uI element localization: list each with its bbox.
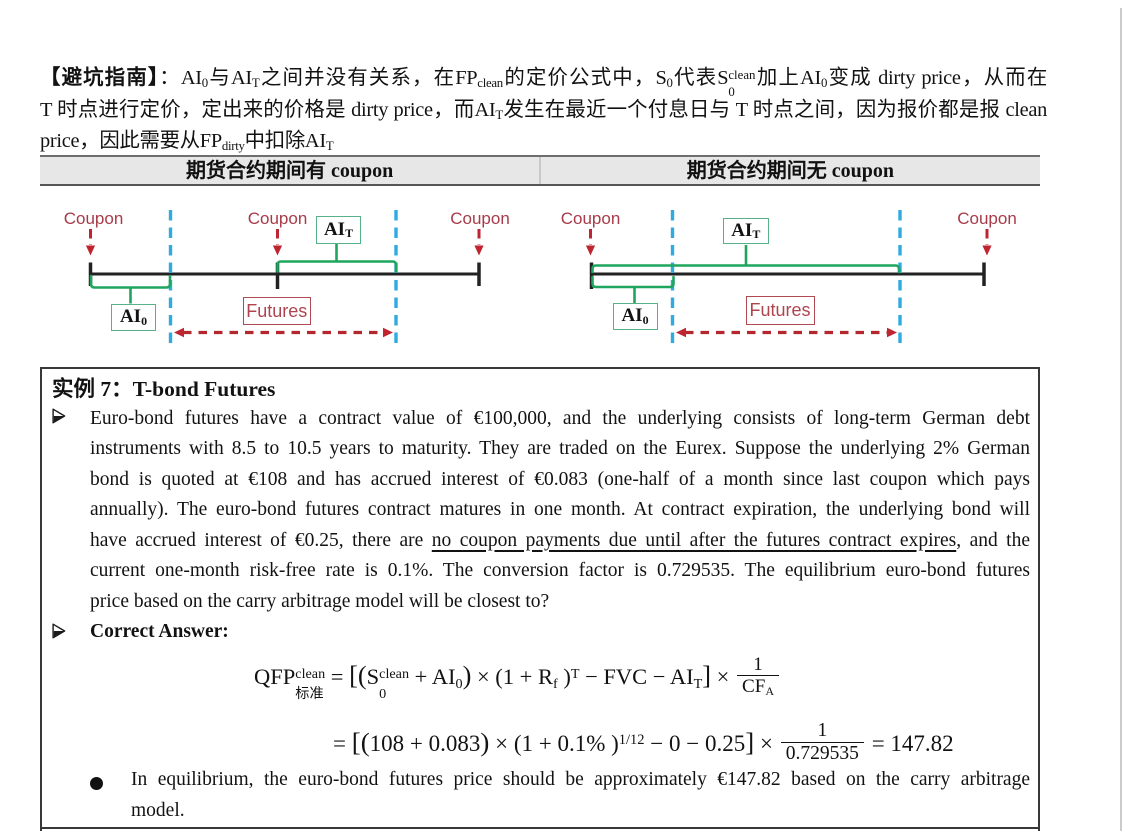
table-header-row: 期货合约期间有 coupon 期货合约期间无 coupon [40, 155, 1040, 186]
conclusion-line-2: model. [131, 799, 185, 821]
intro-paragraph: 【避坑指南】：AI0与AIT之间并没有关系，在FPclean的定价公式中，S0代… [40, 63, 1047, 158]
left-futures-arrowhead-left [174, 327, 184, 338]
example-box-bottom-border [40, 826, 1040, 829]
left-futures-arrowhead-right [383, 327, 393, 338]
right-ai0-bracket [591, 275, 675, 289]
right-futures-arrowhead-left [676, 327, 686, 338]
page-right-edge-line [1119, 8, 1122, 831]
question-line-4: annually). The euro-bond futures contrac… [90, 499, 1030, 520]
question-paragraph: Euro-bond futures have a contract value … [90, 404, 1030, 618]
answer-bullet-arrow-icon [52, 623, 66, 639]
left-coupon-label-1: Coupon [63, 208, 124, 228]
question-bullet-arrow-icon [52, 408, 66, 424]
left-coupon-label-2: Coupon [247, 208, 308, 228]
conclusion-line-1: In equilibrium, the euro-bond futures pr… [131, 769, 1030, 790]
table-header-left: 期货合约期间有 coupon [186, 159, 394, 182]
intro-line-3: price，因此需要从FPdirty中扣除AIT [40, 130, 334, 154]
question-line-3: bond is quoted at €108 and has accrued i… [90, 468, 1030, 490]
right-coupon-arrowhead-2 [982, 245, 992, 256]
right-coupon-label-1: Coupon [560, 208, 621, 228]
left-coupon-label-3: Coupon [450, 208, 510, 228]
left-ai0-bracket [89, 274, 172, 289]
right-coupon-arrowhead-1 [585, 245, 596, 256]
right-ait-bracket [591, 264, 901, 274]
question-line-6: current one-month risk-free rate is 0.1%… [90, 560, 1030, 581]
left-ait-bracket [276, 260, 398, 273]
question-line-5: have accrued interest of €0.25, there ar… [90, 529, 1030, 551]
question-line-2: instruments with 8.5 to 10.5 years to ma… [90, 438, 1030, 459]
answer-label: Correct Answer: [90, 621, 229, 642]
left-futures-box: Futures [242, 297, 311, 325]
right-coupon-label-2: Coupon [957, 208, 1017, 228]
left-coupon-arrowhead-3 [474, 245, 484, 256]
right-futures-box: Futures [745, 296, 815, 325]
conclusion-bullet-dot [90, 777, 103, 790]
example-box [40, 366, 1040, 831]
intro-line-2: T 时点进行定价，定出来的价格是 dirty price，而AIT发生在最近一个… [40, 98, 1047, 122]
right-futures-arrowhead-right [887, 327, 897, 338]
left-coupon-arrowhead-1 [85, 245, 96, 256]
intro-line-1: 【避坑指南】：AI0与AIT之间并没有关系，在FPclean的定价公式中，S0代… [40, 67, 1047, 100]
formula-numeric: = [(108 + 0.083) × (1 + 0.1% )1/12 − 0 −… [333, 719, 954, 764]
example-title: 实例 7：T-bond Futures [52, 376, 276, 401]
question-line-1: Euro-bond futures have a contract value … [90, 407, 1030, 429]
conclusion-paragraph: In equilibrium, the euro-bond futures pr… [131, 765, 1030, 826]
table-header-divider [539, 157, 541, 184]
table-header-right: 期货合约期间无 coupon [686, 159, 894, 182]
left-coupon-arrowhead-2 [272, 245, 283, 256]
question-line-7: price based on the carry arbitrage model… [90, 590, 550, 612]
